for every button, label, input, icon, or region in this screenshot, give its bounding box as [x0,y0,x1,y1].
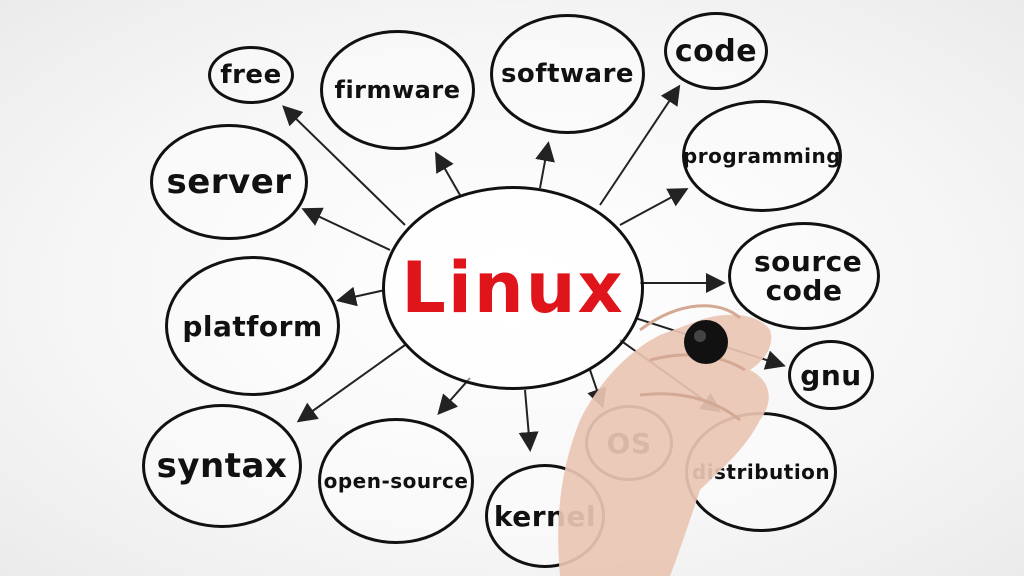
node-platform: platform [165,256,340,396]
node-gnu: gnu [788,340,874,410]
node-free: free [208,46,294,104]
node-open-source: open-source [318,418,474,544]
node-label: programming [682,144,842,168]
node-label: firmware [334,76,461,104]
node-label: source code [754,244,863,307]
node-server: server [150,124,308,240]
node-label: software [500,59,635,89]
node-label: free [220,60,282,90]
node-firmware: firmware [320,30,475,150]
node-label: gnu [800,358,862,392]
node-programming: programming [682,100,842,212]
node-software: software [490,14,645,134]
node-label: open-source [323,469,469,493]
node-label: syntax [156,446,288,486]
center-label: Linux [401,247,625,329]
node-label: platform [182,309,323,343]
node-label: code [674,33,758,69]
node-source-code: source code [728,222,880,330]
node-syntax: syntax [142,404,302,528]
node-label: server [166,162,292,202]
node-code: code [664,12,768,90]
center-node-linux: Linux [382,186,644,390]
